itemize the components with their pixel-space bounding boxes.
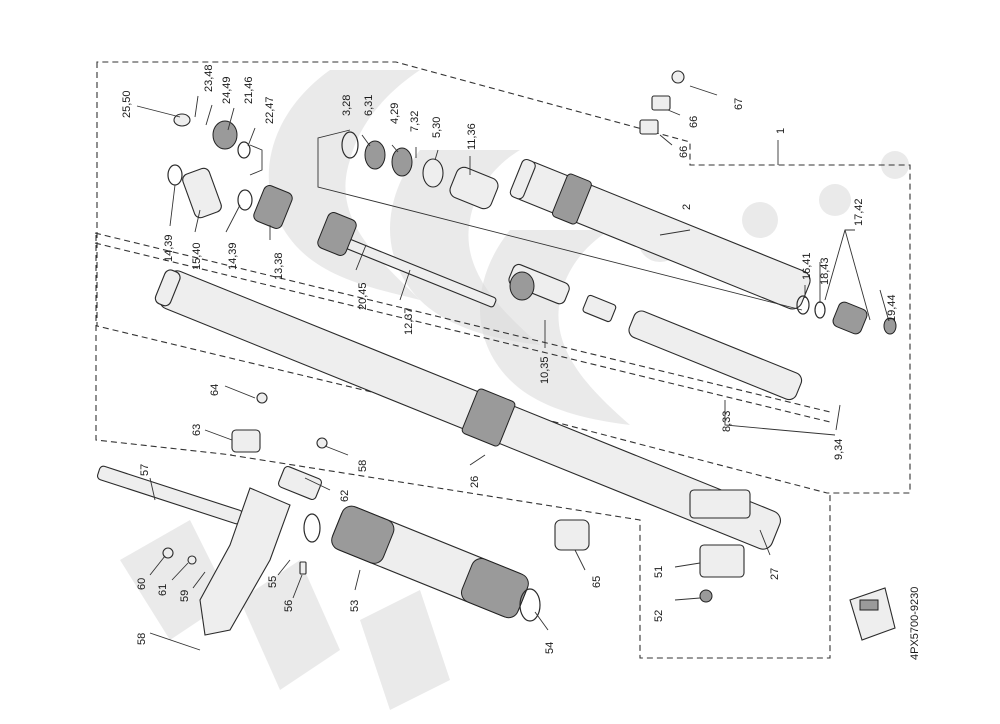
callout-label: 52 [653, 610, 665, 622]
callout-label: 67 [733, 98, 745, 110]
fork-boot [331, 505, 529, 619]
callout-label: 25,50 [121, 90, 133, 118]
callout-label: 66 [688, 116, 700, 128]
callout-label: 24,49 [221, 76, 233, 104]
callout-label: 15,40 [191, 242, 203, 270]
callout-label: 61 [157, 584, 169, 596]
callout-label: 26 [469, 476, 481, 488]
lower-bracket [96, 392, 328, 636]
springs-and-seals [167, 113, 535, 301]
upper-fork-tube [509, 158, 811, 310]
callout-labels: 25,50 23,48 24,49 21,46 22,47 14,39 15,4… [121, 64, 921, 660]
callout-label: 20,45 [357, 282, 369, 310]
callout-label: 51 [653, 566, 665, 578]
callout-label: 5,30 [431, 117, 443, 138]
callout-label: 9,34 [833, 439, 845, 460]
callout-label: 7,32 [409, 111, 421, 132]
callout-label: 16,41 [801, 252, 813, 280]
callout-label: 53 [349, 600, 361, 612]
callout-label: 56 [283, 600, 295, 612]
callout-label: 14,39 [227, 242, 239, 270]
callout-label: 22,47 [264, 96, 276, 124]
callout-label: 11,36 [466, 123, 478, 150]
callout-label: 21,46 [243, 76, 255, 104]
diagram-code: 4PX5700-9230 [909, 587, 921, 660]
callout-label: 60 [136, 578, 148, 590]
callout-label: 12,37 [403, 307, 415, 335]
callout-label: 6,31 [363, 95, 375, 116]
callout-label: 59 [179, 590, 191, 602]
callout-label: 64 [209, 384, 221, 396]
callout-label: 14,39 [163, 234, 175, 262]
callout-label: 13,38 [273, 252, 285, 280]
lower-outer-tube [154, 269, 781, 550]
callout-label: 54 [544, 642, 556, 654]
callout-label: 19,44 [886, 294, 898, 322]
callout-label: 58 [136, 633, 148, 645]
callout-label: 1 [775, 128, 787, 134]
callout-label: 58 [357, 460, 369, 472]
callout-label: 8,33 [721, 411, 733, 432]
callout-label: 17,42 [853, 198, 865, 226]
right-small-parts [639, 70, 897, 335]
callout-label: 55 [267, 576, 279, 588]
callout-label: 23,48 [203, 64, 215, 92]
dashed-boundaries [94, 61, 911, 659]
callout-label: 3,28 [341, 95, 353, 116]
diagram-code-glyph [849, 587, 896, 641]
callout-label: 66 [678, 146, 690, 158]
callout-label: 62 [339, 490, 351, 502]
clamps-and-axle [303, 489, 751, 622]
leader-lines [136, 85, 889, 651]
callout-label: 2 [681, 204, 693, 210]
callout-label: 63 [191, 424, 203, 436]
callout-label: 65 [591, 576, 603, 588]
callout-label: 4,29 [389, 103, 401, 124]
callout-label: 57 [139, 464, 151, 476]
callout-label: 18,43 [819, 257, 831, 285]
callout-label: 10,35 [539, 356, 551, 384]
callout-label: 27 [769, 568, 781, 580]
